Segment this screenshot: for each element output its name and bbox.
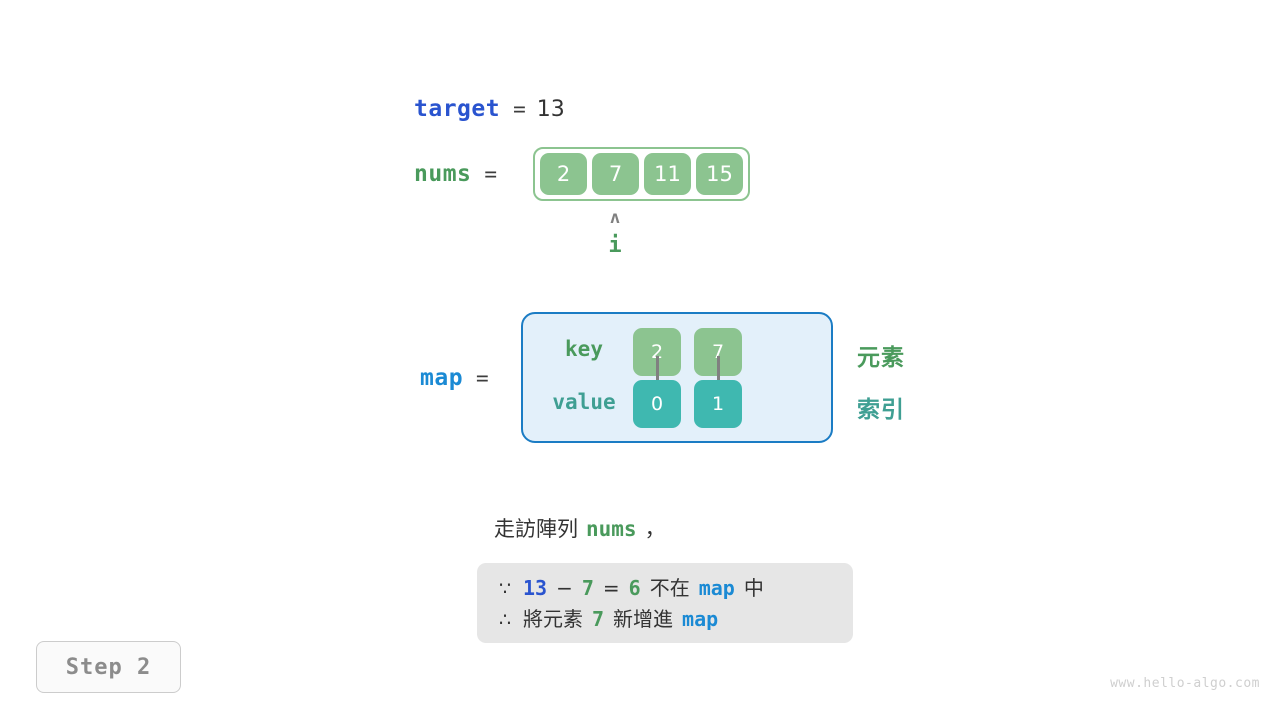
caption-code-nums: nums xyxy=(586,517,637,541)
map-entry-column: 2 0 xyxy=(633,328,681,428)
caption-prefix: 走訪陣列 xyxy=(494,517,578,541)
note-line2-map: map xyxy=(682,607,719,631)
step-badge: Step 2 xyxy=(36,641,181,693)
nums-variable-label: nums xyxy=(414,161,472,187)
note-line2-element: 7 xyxy=(592,607,605,631)
nums-equals-sign: = xyxy=(484,162,498,186)
map-entry-column: 7 1 xyxy=(694,328,742,428)
note-equals-operator: = xyxy=(602,576,620,600)
note-line2-start-text: 將元素 xyxy=(523,607,583,631)
target-row: target = 13 xyxy=(414,92,565,126)
caption-suffix: ， xyxy=(644,517,666,541)
nums-cell: 7 xyxy=(592,153,639,195)
nums-row-label: nums = xyxy=(414,159,497,189)
map-value-row-label: value xyxy=(552,390,616,414)
note-target-value: 13 xyxy=(523,576,548,600)
pointer-caret-icon: ʌ xyxy=(609,208,621,228)
nums-cell: 2 xyxy=(540,153,587,195)
note-result-value: 6 xyxy=(628,576,641,600)
nums-cell: 15 xyxy=(696,153,743,195)
note-line1-map: map xyxy=(698,576,735,600)
therefore-symbol: ∴ xyxy=(499,609,512,631)
map-equals-sign: = xyxy=(476,366,489,390)
note-operand-value: 7 xyxy=(581,576,594,600)
note-line2-mid-text: 新增進 xyxy=(613,607,674,631)
caption-traverse-array: 走訪陣列 nums ， xyxy=(494,513,666,543)
pointer-label-i: i xyxy=(608,233,622,258)
note-line1-mid-text: 不在 xyxy=(649,576,690,600)
note-minus-operator: − xyxy=(556,576,573,600)
step-badge-label: Step 2 xyxy=(65,654,152,680)
map-variable-label: map xyxy=(420,365,464,391)
map-side-label-index: 索引 xyxy=(857,397,905,423)
map-value-cell: 1 xyxy=(694,380,742,428)
nums-cell: 11 xyxy=(644,153,691,195)
map-side-label-element: 元素 xyxy=(857,345,905,371)
note-line1-end-text: 中 xyxy=(743,576,764,600)
map-value-cell: 0 xyxy=(633,380,681,428)
note-box: ∵ 13 − 7 = 6 不在 map 中 ∴ 將元素 7 新增進 map xyxy=(477,563,853,643)
map-key-cell: 2 xyxy=(633,328,681,376)
map-key-cell: 7 xyxy=(694,328,742,376)
target-equals-sign: = xyxy=(513,97,526,121)
because-symbol: ∵ xyxy=(499,578,512,600)
map-key-row-label: key xyxy=(565,337,603,361)
note-line-1: ∵ 13 − 7 = 6 不在 map 中 xyxy=(499,572,831,603)
note-line-2: ∴ 將元素 7 新增進 map xyxy=(499,603,831,634)
watermark: www.hello-algo.com xyxy=(1110,676,1260,691)
map-row-label: map = xyxy=(420,363,489,393)
target-value: 13 xyxy=(536,96,565,122)
nums-array: 2 7 11 15 xyxy=(533,147,750,201)
target-variable-label: target xyxy=(414,96,501,122)
